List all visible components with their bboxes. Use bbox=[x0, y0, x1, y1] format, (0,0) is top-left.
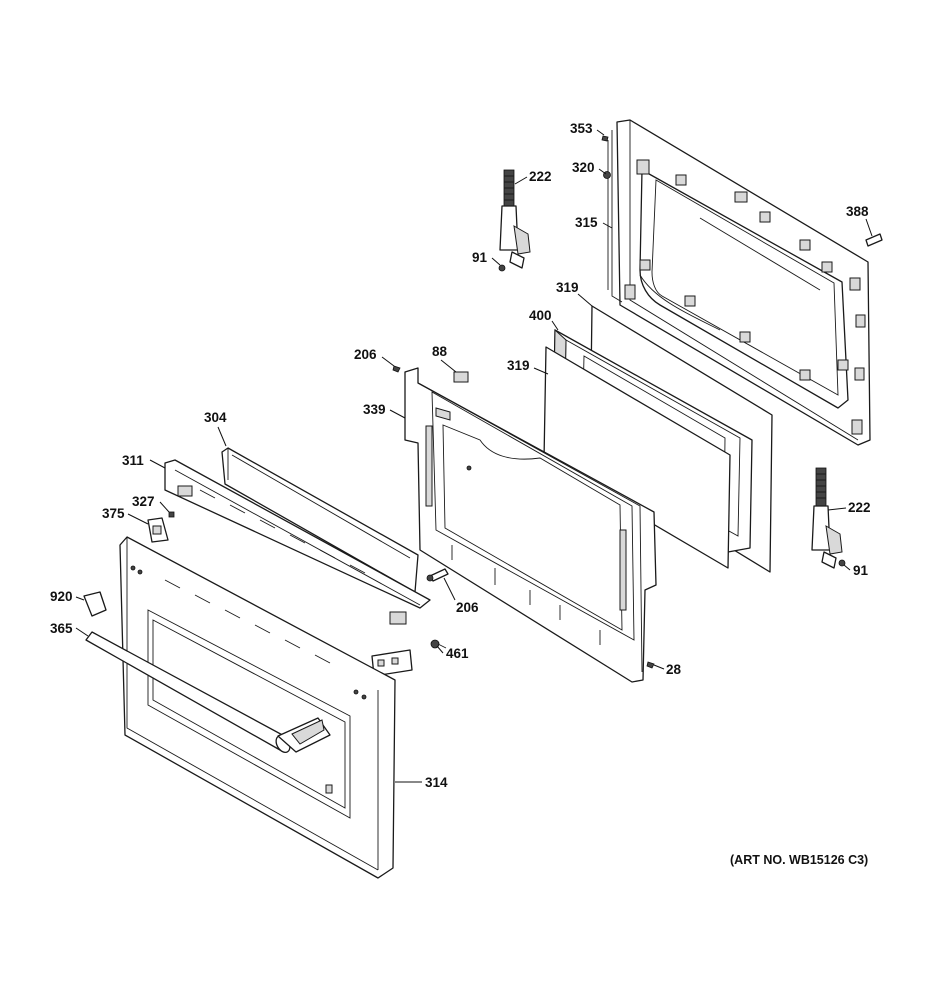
callout-88: 88 bbox=[432, 344, 448, 359]
callout-320: 320 bbox=[572, 160, 595, 175]
inner-door-frame-315 bbox=[607, 119, 871, 446]
baffle-304 bbox=[221, 447, 419, 593]
screw-28 bbox=[646, 661, 655, 669]
vent-trim-311 bbox=[164, 459, 431, 625]
leader-lines bbox=[75, 129, 873, 783]
screw-388 bbox=[865, 233, 883, 247]
callout-353: 353 bbox=[570, 121, 593, 136]
callout-400: 400 bbox=[529, 308, 552, 323]
callout-327: 327 bbox=[132, 494, 155, 509]
bracket-375 bbox=[147, 517, 169, 543]
callout-319-outer: 319 bbox=[556, 280, 579, 295]
callout-206-upper: 206 bbox=[354, 347, 377, 362]
callout-222-lower: 222 bbox=[848, 500, 871, 515]
callout-339: 339 bbox=[363, 402, 386, 417]
callout-319-inner: 319 bbox=[507, 358, 530, 373]
clip-327 bbox=[168, 511, 175, 518]
end-cap-920 bbox=[83, 591, 107, 617]
callout-311: 311 bbox=[122, 453, 144, 468]
screw-91-upper bbox=[498, 264, 506, 272]
screw-461 bbox=[430, 639, 447, 649]
callout-314: 314 bbox=[425, 775, 448, 790]
callout-222-upper: 222 bbox=[529, 169, 552, 184]
hinge-222-lower bbox=[811, 467, 843, 569]
callout-labels: 353 320 222 315 388 91 319 400 319 206 8… bbox=[50, 121, 871, 790]
callout-920: 920 bbox=[50, 589, 73, 604]
callout-304: 304 bbox=[204, 410, 227, 425]
inner-panel-339 bbox=[404, 367, 657, 683]
screw-91-lower bbox=[838, 559, 846, 567]
hinge-222-upper bbox=[499, 169, 531, 269]
screw-206-lower bbox=[426, 568, 449, 582]
callout-91-lower: 91 bbox=[853, 563, 869, 578]
label-88 bbox=[453, 371, 469, 383]
art-number: (ART NO. WB15126 C3) bbox=[730, 853, 868, 867]
callout-206-lower: 206 bbox=[456, 600, 479, 615]
callout-375: 375 bbox=[102, 506, 125, 521]
callout-28: 28 bbox=[666, 662, 682, 677]
callout-91-upper: 91 bbox=[472, 250, 488, 265]
callout-461: 461 bbox=[446, 646, 469, 661]
callout-388: 388 bbox=[846, 204, 869, 219]
callout-315: 315 bbox=[575, 215, 598, 230]
callout-365: 365 bbox=[50, 621, 73, 636]
screw-353 bbox=[601, 135, 609, 142]
screw-206-upper bbox=[392, 365, 401, 373]
handle-365 bbox=[85, 631, 331, 754]
outer-door-314 bbox=[119, 536, 396, 879]
inner-glass-319 bbox=[543, 346, 731, 569]
